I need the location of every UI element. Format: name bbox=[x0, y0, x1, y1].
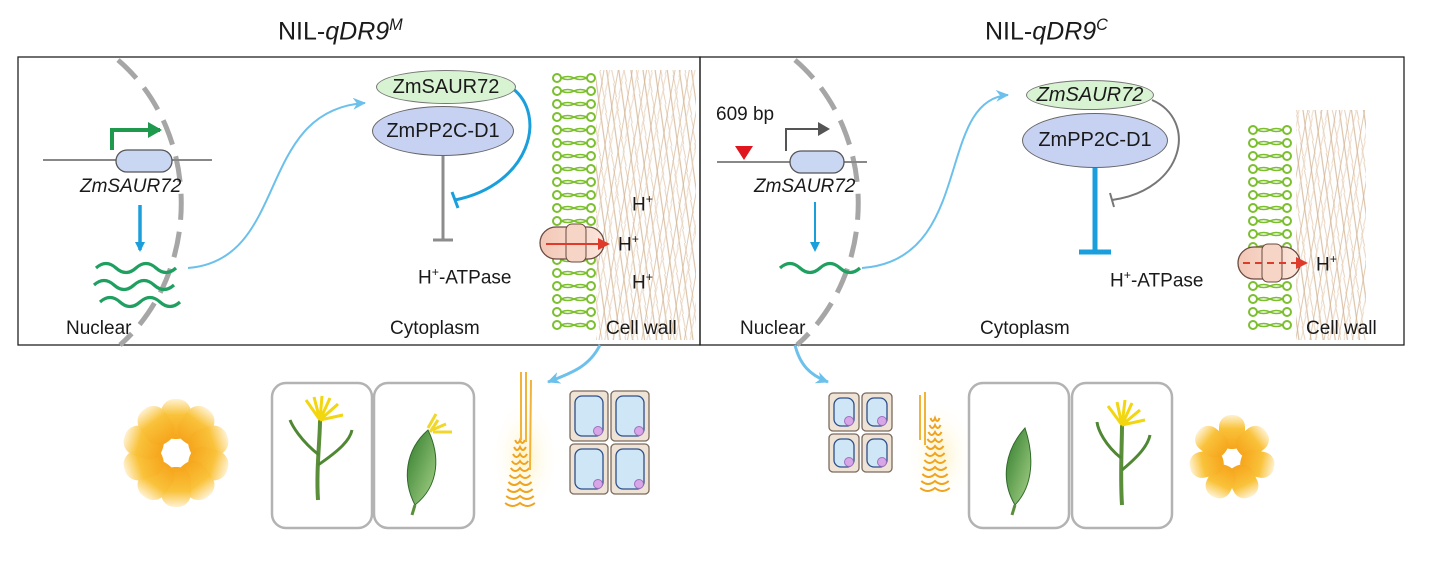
small-ear-left bbox=[490, 372, 560, 520]
phenotype-arrow-left bbox=[547, 344, 602, 384]
h-atpase-label-right: H+-ATPase bbox=[1110, 268, 1204, 292]
proton-label-right: H+ bbox=[1316, 252, 1337, 276]
gene-label-right: ZmSAUR72 bbox=[754, 176, 856, 197]
small-ear-right bbox=[905, 392, 975, 510]
export-arrow-left bbox=[187, 97, 366, 269]
deletion-marker bbox=[735, 146, 753, 160]
compartment-cell-wall-right: Cell wall bbox=[1306, 318, 1377, 339]
panel-frame-right bbox=[699, 56, 1405, 346]
h-atpase-label-left: H+-ATPase bbox=[418, 265, 512, 289]
protein-saur-right: ZmSAUR72 bbox=[1026, 80, 1154, 110]
protein-saur-left: ZmSAUR72 bbox=[376, 70, 516, 104]
proton-label-3-left: H+ bbox=[632, 270, 653, 294]
husked-ear-left bbox=[406, 413, 452, 516]
ear-cross-section-small bbox=[1189, 415, 1275, 499]
plasma-membrane-left bbox=[552, 73, 596, 330]
tasseling-plant-right bbox=[1095, 399, 1152, 506]
export-arrow-right bbox=[861, 89, 1009, 269]
tasseling-plant-left bbox=[288, 395, 354, 501]
promoter-arrow-strong-left bbox=[110, 122, 162, 150]
panel-title-right: NIL-qDR9C bbox=[985, 16, 1108, 46]
compartment-cytoplasm-right: Cytoplasm bbox=[980, 318, 1070, 339]
protein-pp2c-right: ZmPP2C-D1 bbox=[1022, 113, 1168, 168]
gene-label-left: ZmSAUR72 bbox=[80, 176, 182, 197]
panel-title-left: NIL-qDR9M bbox=[278, 16, 403, 46]
saur-inhibits-pp2c-right bbox=[1111, 99, 1180, 201]
gene-box-left bbox=[115, 149, 173, 173]
proton-label-1-left: H+ bbox=[632, 192, 653, 216]
compartment-cell-wall-left: Cell wall bbox=[606, 318, 677, 339]
plant-box-flowering-left bbox=[270, 381, 374, 530]
phenotype-arrow-right bbox=[793, 344, 829, 384]
proton-label-2-left: H+ bbox=[618, 232, 639, 256]
mrna-waves-left bbox=[92, 261, 182, 309]
plasma-membrane-right bbox=[1248, 125, 1292, 330]
compartment-cytoplasm-left: Cytoplasm bbox=[390, 318, 480, 339]
compartment-nuclear-right: Nuclear bbox=[740, 318, 806, 339]
gene-box-right bbox=[789, 150, 845, 174]
nuclear-envelope-right bbox=[793, 58, 861, 347]
protein-pp2c-left: ZmPP2C-D1 bbox=[372, 106, 514, 156]
large-cells-left bbox=[569, 390, 650, 495]
ear-right bbox=[1005, 427, 1032, 516]
compartment-nuclear-left: Nuclear bbox=[66, 318, 132, 339]
small-cells-right bbox=[828, 392, 893, 473]
nuclear-envelope-left bbox=[116, 58, 184, 347]
mrna-wave-right bbox=[778, 261, 862, 275]
saur-inhibits-pp2c-left bbox=[454, 86, 532, 202]
deletion-size-label: 609 bp bbox=[716, 104, 775, 125]
ear-cross-section-large bbox=[123, 399, 229, 507]
promoter-arrow-weak-right bbox=[785, 122, 830, 151]
